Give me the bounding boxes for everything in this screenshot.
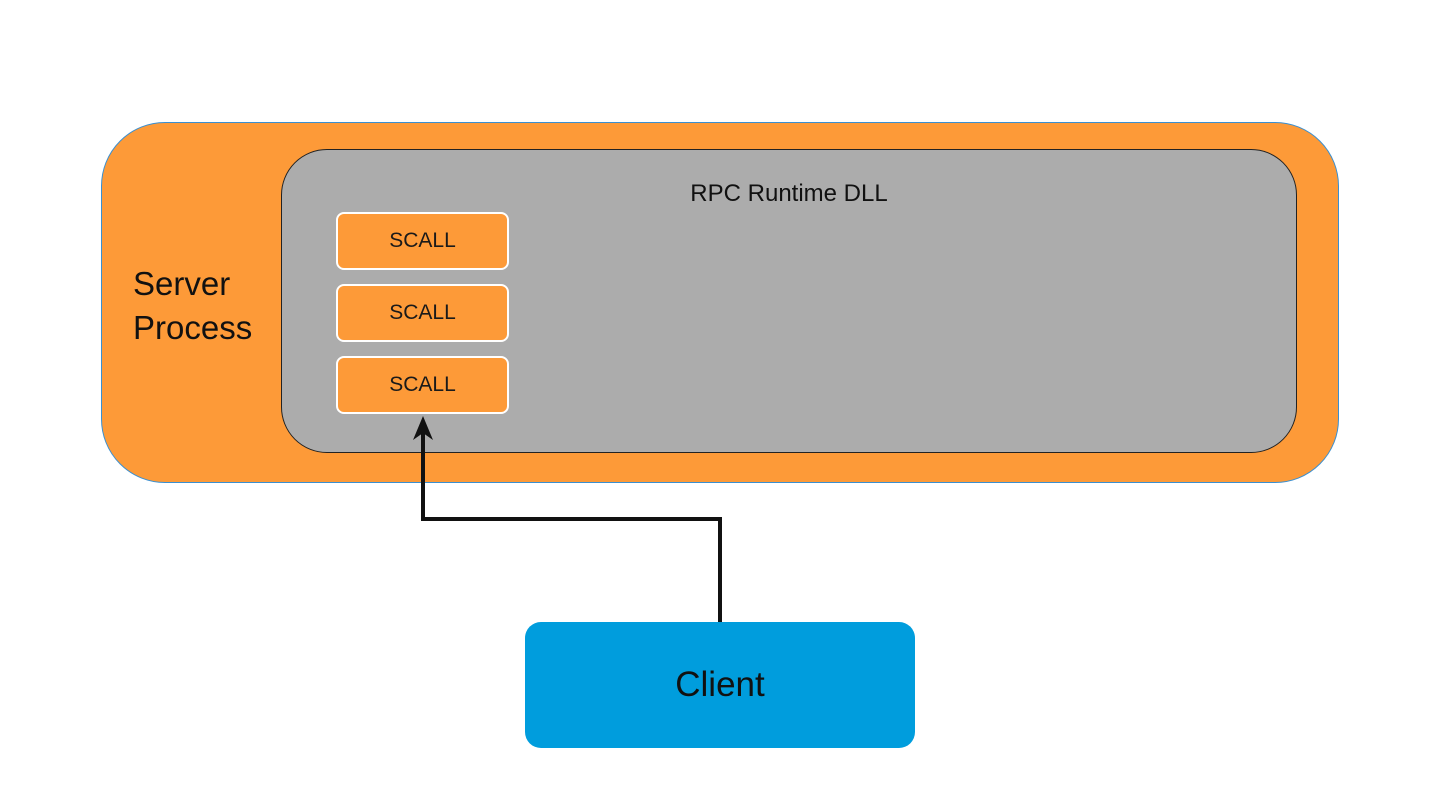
client-box: Client xyxy=(525,622,915,748)
scall-label-3: SCALL xyxy=(389,373,456,396)
server-process-label: Server Process xyxy=(133,265,253,346)
scall-box-3: SCALL xyxy=(336,356,509,414)
scall-box-2: SCALL xyxy=(336,284,509,342)
scall-box-1: SCALL xyxy=(336,212,509,270)
scall-label-1: SCALL xyxy=(389,229,456,252)
rpc-runtime-dll-label: RPC Runtime DLL xyxy=(690,180,888,207)
scall-label-2: SCALL xyxy=(389,301,456,324)
client-label: Client xyxy=(675,665,765,704)
